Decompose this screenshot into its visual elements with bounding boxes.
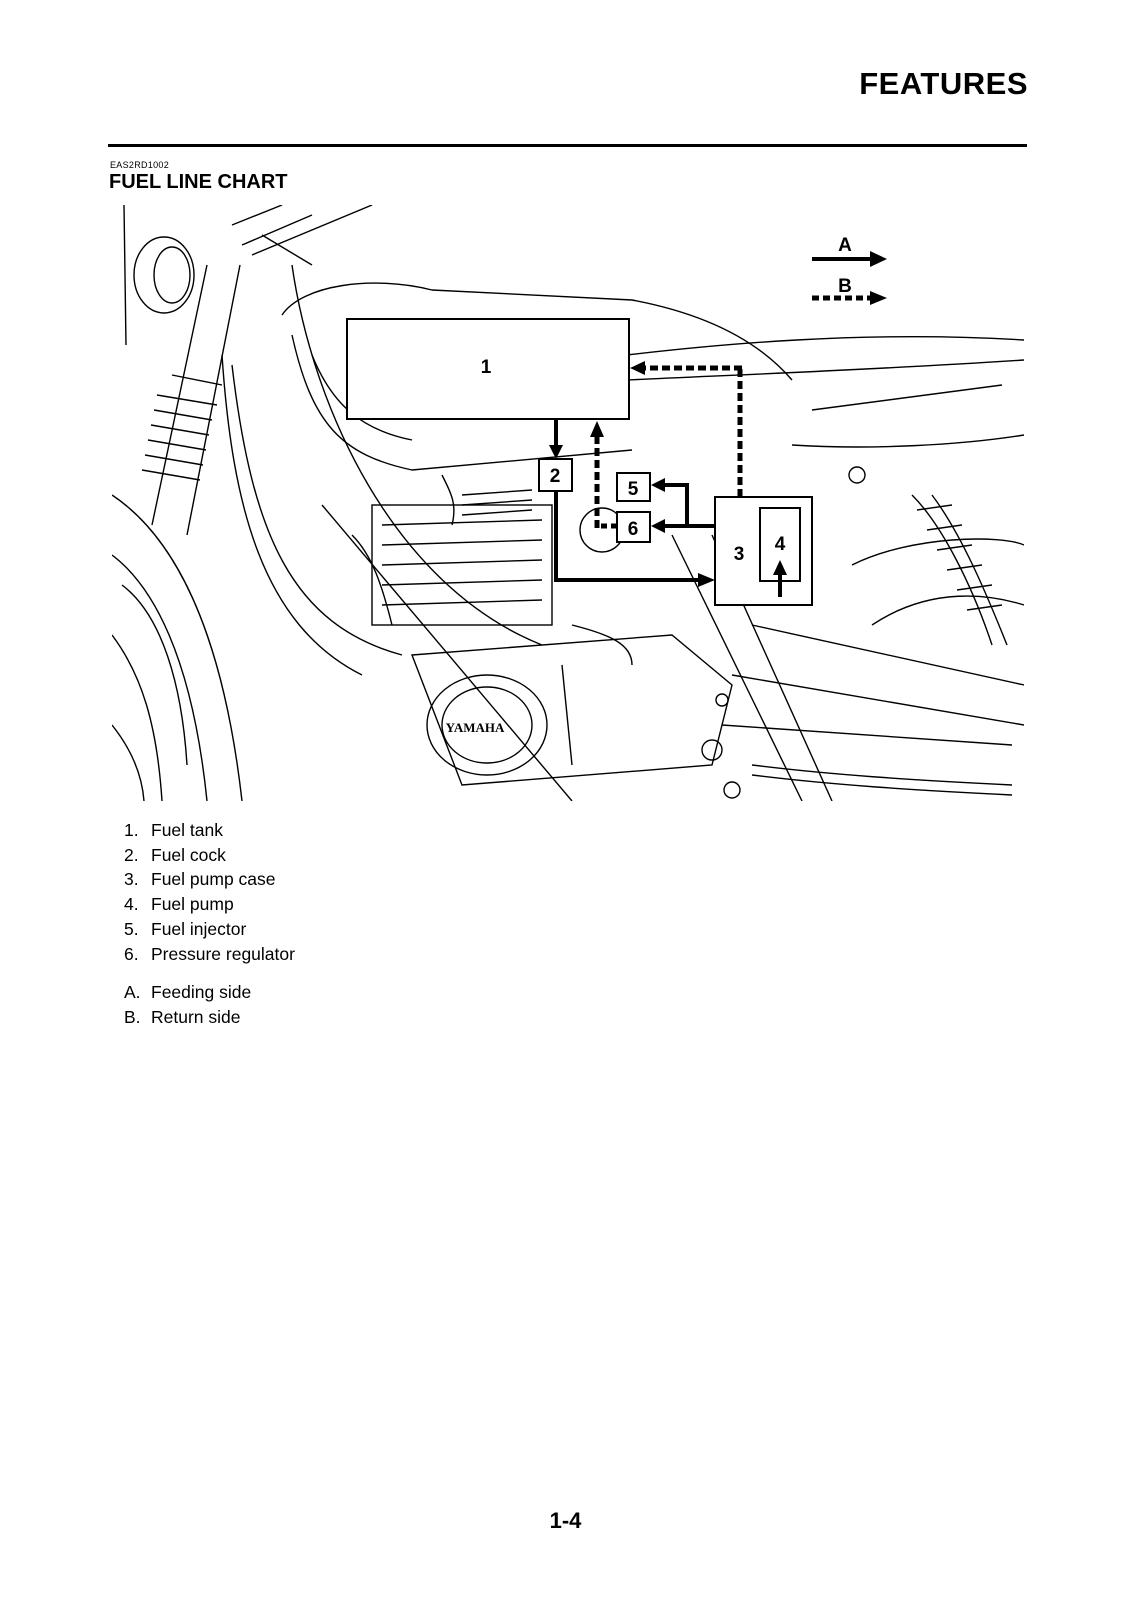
legend-key: A.Feeding side — [124, 980, 251, 1005]
legend-item: 2.Fuel cock — [124, 843, 295, 868]
brand-logo-text: YAMAHA — [446, 720, 505, 735]
box-label-5: 5 — [628, 479, 639, 500]
fuel-line-diagram: YAMAHA A B 1 2 5 6 3 4 — [112, 205, 1024, 801]
arrow-legend-b-label: B — [838, 276, 852, 297]
component-legend: 1.Fuel tank 2.Fuel cock 3.Fuel pump case… — [124, 818, 295, 966]
legend-item: 4.Fuel pump — [124, 892, 295, 917]
legend-item: 6.Pressure regulator — [124, 942, 295, 967]
legend-item: 3.Fuel pump case — [124, 867, 295, 892]
arrow-key-legend: A.Feeding side B.Return side — [124, 980, 251, 1029]
box-label-3: 3 — [734, 544, 745, 565]
chart-title: FUEL LINE CHART — [109, 171, 288, 194]
legend-item: 5.Fuel injector — [124, 917, 295, 942]
section-title: FEATURES — [859, 66, 1028, 102]
motorcycle-line-drawing — [112, 205, 1024, 801]
box-label-2: 2 — [550, 466, 561, 487]
box-label-6: 6 — [628, 519, 639, 540]
page-number: 1-4 — [0, 1508, 1131, 1534]
header-rule — [108, 144, 1027, 147]
box-label-4: 4 — [775, 534, 786, 555]
arrow-legend-a-label: A — [838, 235, 852, 256]
legend-key: B.Return side — [124, 1005, 251, 1030]
box-label-1: 1 — [481, 357, 492, 378]
legend-item: 1.Fuel tank — [124, 818, 295, 843]
arrow-legend: A B — [812, 235, 887, 305]
reference-code: EAS2RD1002 — [110, 160, 169, 170]
